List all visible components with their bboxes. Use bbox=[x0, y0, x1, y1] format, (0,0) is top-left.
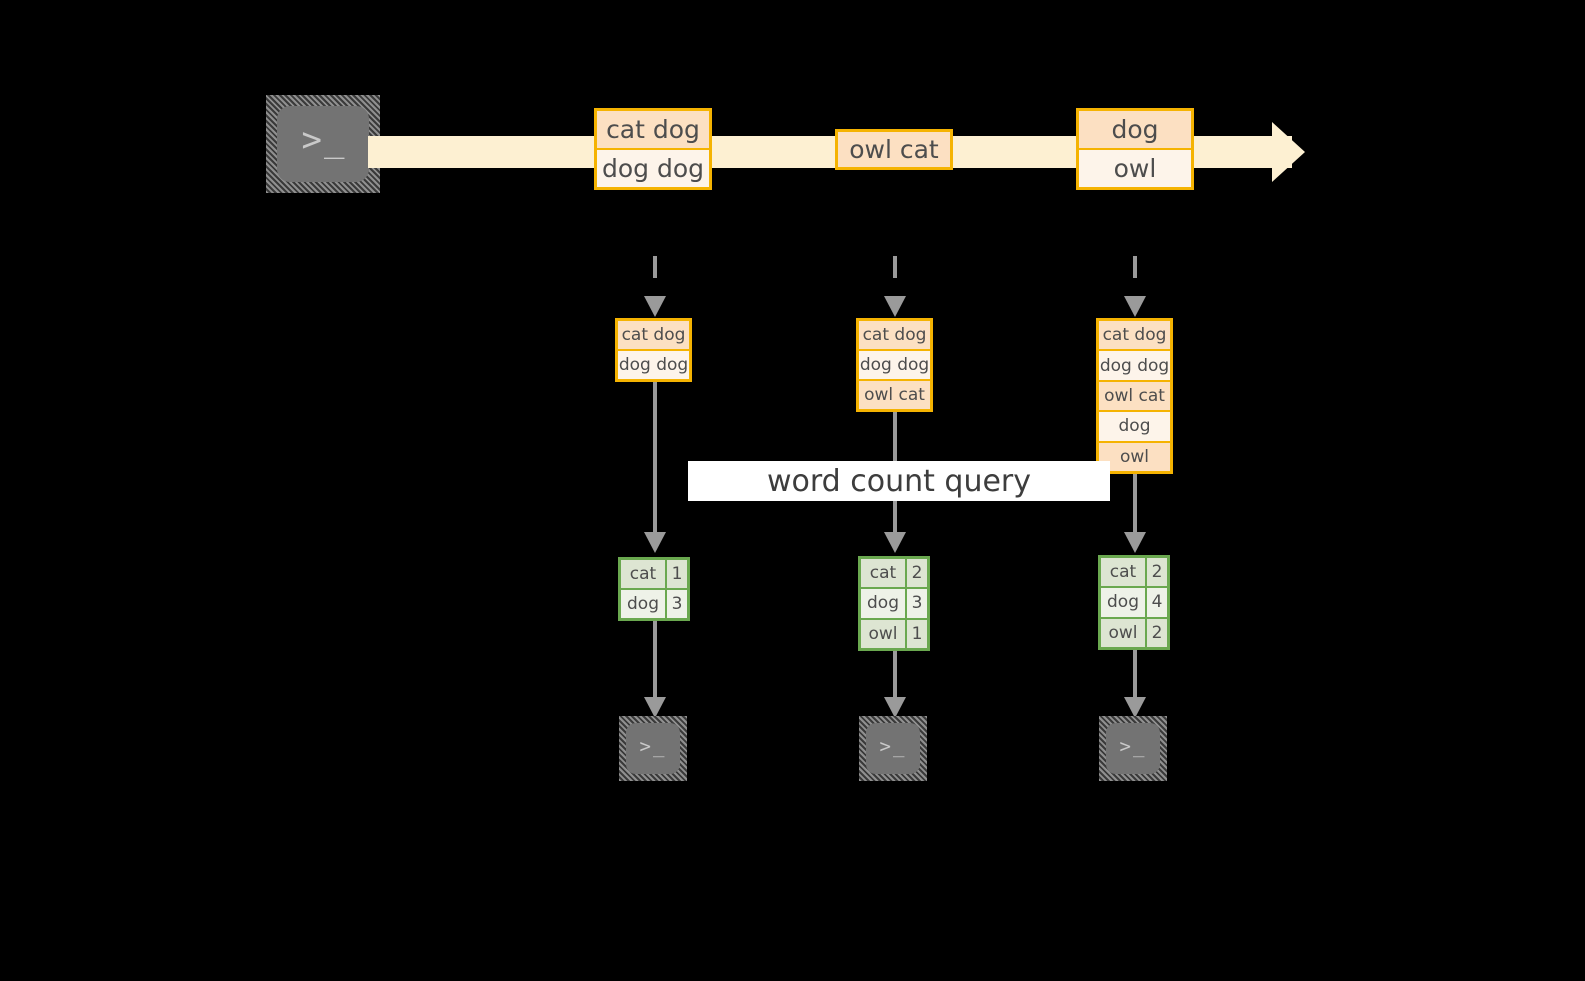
stream-message-3[interactable]: dog owl bbox=[1076, 108, 1194, 190]
query-banner: word count query bbox=[688, 461, 1110, 501]
stack-row: owl cat bbox=[859, 379, 930, 409]
message-stack-3[interactable]: cat dog dog dog owl cat dog owl bbox=[1096, 318, 1173, 474]
count-cell: 2 bbox=[1145, 558, 1167, 587]
table-row: dog 3 bbox=[861, 587, 927, 618]
output-line-3 bbox=[1133, 650, 1137, 699]
word-cell: dog bbox=[621, 590, 665, 618]
output-arrowhead-2 bbox=[884, 697, 906, 718]
sink-terminal-icon-2: >_ bbox=[859, 716, 927, 781]
terminal-screen bbox=[277, 106, 369, 182]
terminal-screen bbox=[1106, 723, 1160, 774]
terminal-prompt-glyph: >_ bbox=[301, 120, 347, 160]
source-terminal-icon: >_ bbox=[266, 95, 380, 193]
message-row: cat dog bbox=[597, 111, 709, 148]
terminal-prompt-glyph: >_ bbox=[1119, 735, 1147, 757]
table-row: owl 2 bbox=[1101, 616, 1167, 647]
count-cell: 1 bbox=[905, 619, 927, 648]
terminal-prompt-glyph: >_ bbox=[879, 735, 907, 757]
stack-row: dog bbox=[1099, 410, 1170, 441]
query-arrowhead-2 bbox=[884, 532, 906, 553]
output-line-2 bbox=[893, 651, 897, 699]
count-cell: 2 bbox=[1145, 618, 1167, 647]
word-cell: dog bbox=[861, 589, 905, 618]
event-stream-arrowhead bbox=[1272, 122, 1305, 182]
stream-message-2[interactable]: owl cat bbox=[835, 129, 953, 170]
stream-message-1[interactable]: cat dog dog dog bbox=[594, 108, 712, 190]
count-cell: 3 bbox=[665, 590, 687, 618]
output-line-1 bbox=[653, 621, 657, 699]
query-line-3 bbox=[1133, 474, 1137, 534]
stack-row: cat dog bbox=[618, 321, 689, 349]
message-stack-2[interactable]: cat dog dog dog owl cat bbox=[856, 318, 933, 412]
table-row: dog 3 bbox=[621, 588, 687, 618]
query-arrowhead-1 bbox=[644, 532, 666, 553]
query-arrowhead-3 bbox=[1124, 532, 1146, 553]
stack-row: dog dog bbox=[1099, 349, 1170, 380]
feed-line-1 bbox=[653, 256, 657, 300]
word-cell: cat bbox=[1101, 558, 1145, 587]
count-cell: 4 bbox=[1145, 588, 1167, 617]
feed-arrowhead-1 bbox=[644, 296, 666, 317]
sink-terminal-icon-3: >_ bbox=[1099, 716, 1167, 781]
result-table-2[interactable]: cat 2 dog 3 owl 1 bbox=[858, 556, 930, 651]
word-cell: dog bbox=[1101, 588, 1145, 617]
stack-row: dog dog bbox=[859, 349, 930, 379]
word-cell: cat bbox=[861, 559, 905, 588]
result-table-1[interactable]: cat 1 dog 3 bbox=[618, 557, 690, 621]
word-cell: cat bbox=[621, 560, 665, 588]
terminal-screen bbox=[626, 723, 680, 774]
query-line-1 bbox=[653, 382, 657, 534]
feed-line-2 bbox=[893, 256, 897, 300]
feed-arrowhead-2 bbox=[884, 296, 906, 317]
table-row: cat 1 bbox=[621, 560, 687, 588]
feed-arrowhead-3 bbox=[1124, 296, 1146, 317]
count-cell: 1 bbox=[665, 560, 687, 588]
message-row: owl bbox=[1079, 148, 1191, 187]
output-arrowhead-1 bbox=[644, 697, 666, 718]
message-row: dog bbox=[1079, 111, 1191, 148]
message-stack-1[interactable]: cat dog dog dog bbox=[615, 318, 692, 382]
message-row: dog dog bbox=[597, 148, 709, 187]
word-cell: owl bbox=[861, 619, 905, 648]
table-row: dog 4 bbox=[1101, 586, 1167, 617]
stack-row: owl cat bbox=[1099, 379, 1170, 411]
query-banner-label: word count query bbox=[766, 463, 1032, 499]
stack-row: cat dog bbox=[859, 321, 930, 349]
stack-row: dog dog bbox=[618, 349, 689, 379]
count-cell: 3 bbox=[905, 589, 927, 618]
result-table-3[interactable]: cat 2 dog 4 owl 2 bbox=[1098, 555, 1170, 650]
table-row: owl 1 bbox=[861, 617, 927, 648]
sink-terminal-icon-1: >_ bbox=[619, 716, 687, 781]
count-cell: 2 bbox=[905, 559, 927, 588]
table-row: cat 2 bbox=[1101, 558, 1167, 587]
message-row: owl cat bbox=[838, 132, 950, 167]
stack-row: owl bbox=[1099, 440, 1170, 472]
word-cell: owl bbox=[1101, 618, 1145, 647]
output-arrowhead-3 bbox=[1124, 697, 1146, 718]
stack-row: cat dog bbox=[1099, 321, 1170, 350]
terminal-screen bbox=[866, 723, 920, 774]
table-row: cat 2 bbox=[861, 559, 927, 588]
feed-line-3 bbox=[1133, 256, 1137, 300]
terminal-prompt-glyph: >_ bbox=[639, 735, 667, 757]
